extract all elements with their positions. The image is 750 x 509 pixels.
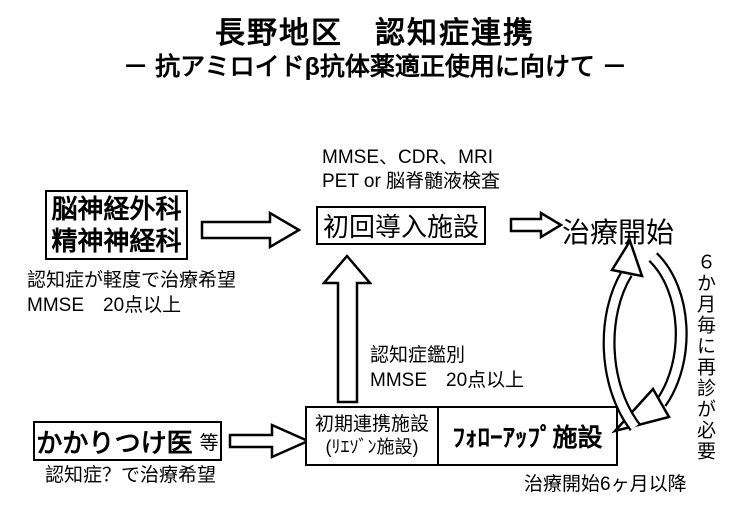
revisit-interval-note: ６か月毎に再診が必要: [694, 252, 715, 462]
page-subtitle: － 抗アミロイドβ抗体薬適正使用に向けて －: [123, 53, 627, 81]
node-initial-induction-facility: 初回導入施設: [316, 206, 486, 245]
family-doctor-suffix: 等: [199, 432, 219, 454]
node-neurosurgery-label: 脳神経外科: [51, 194, 182, 224]
liaison-label-line1: 初期連携施設: [314, 414, 429, 435]
liaison-label-line2: (ﾘｴｿﾞﾝ施設): [325, 437, 419, 457]
initial-tests-note: MMSE、CDR、MRI PET or 脳脊髄液検査: [322, 146, 500, 194]
block-arrow-right-icon: [509, 211, 563, 239]
gp-criteria-line1: 認知症？で治療希望: [45, 465, 217, 486]
node-family-doctor: かかりつけ医 等: [33, 421, 222, 461]
neuro-criteria-line1: 認知症が軽度で治療希望: [27, 270, 237, 291]
followup-timing-note: 治療開始6ヶ月以降: [524, 474, 687, 495]
curved-cycle-arrows-icon: [602, 238, 688, 434]
neuro-criteria-line2: MMSE 20点以上: [27, 295, 182, 316]
initial-facility-label: 初回導入施設: [322, 212, 479, 242]
followup-label: ﾌｫﾛｰｱｯﾌﾟ施設: [452, 424, 603, 452]
screening-line1: 認知症鑑別: [370, 345, 466, 366]
node-liaison-followup-group: 初期連携施設 (ﾘｴｿﾞﾝ施設) ﾌｫﾛｰｱｯﾌﾟ施設: [305, 406, 618, 466]
screening-note: 認知症鑑別 MMSE 20点以上: [370, 343, 524, 393]
node-psychiatry-label: 精神神経科: [51, 226, 182, 256]
block-arrow-up-icon: [322, 254, 372, 404]
gp-criteria-note: 認知症？で治療希望: [45, 463, 216, 488]
tests-line1: MMSE、CDR、MRI: [322, 147, 493, 168]
family-doctor-label: かかりつけ医: [36, 427, 193, 458]
screening-line2: MMSE 20点以上: [370, 370, 525, 391]
neuro-criteria-note: 認知症が軽度で治療希望 MMSE 20点以上: [27, 268, 236, 318]
node-neurosurgery-psychiatry: 脳神経外科 精神神経科: [45, 190, 188, 260]
block-arrow-right-icon: [200, 210, 302, 250]
page-title: 長野地区 認知症連携: [215, 17, 535, 50]
node-followup-facility: ﾌｫﾛｰｱｯﾌﾟ施設: [439, 408, 616, 464]
block-arrow-right-icon: [228, 423, 310, 459]
tests-line2: PET or 脳脊髄液検査: [322, 171, 501, 192]
node-liaison-facility: 初期連携施設 (ﾘｴｿﾞﾝ施設): [307, 408, 439, 464]
node-treatment-start: 治療開始: [562, 217, 675, 248]
